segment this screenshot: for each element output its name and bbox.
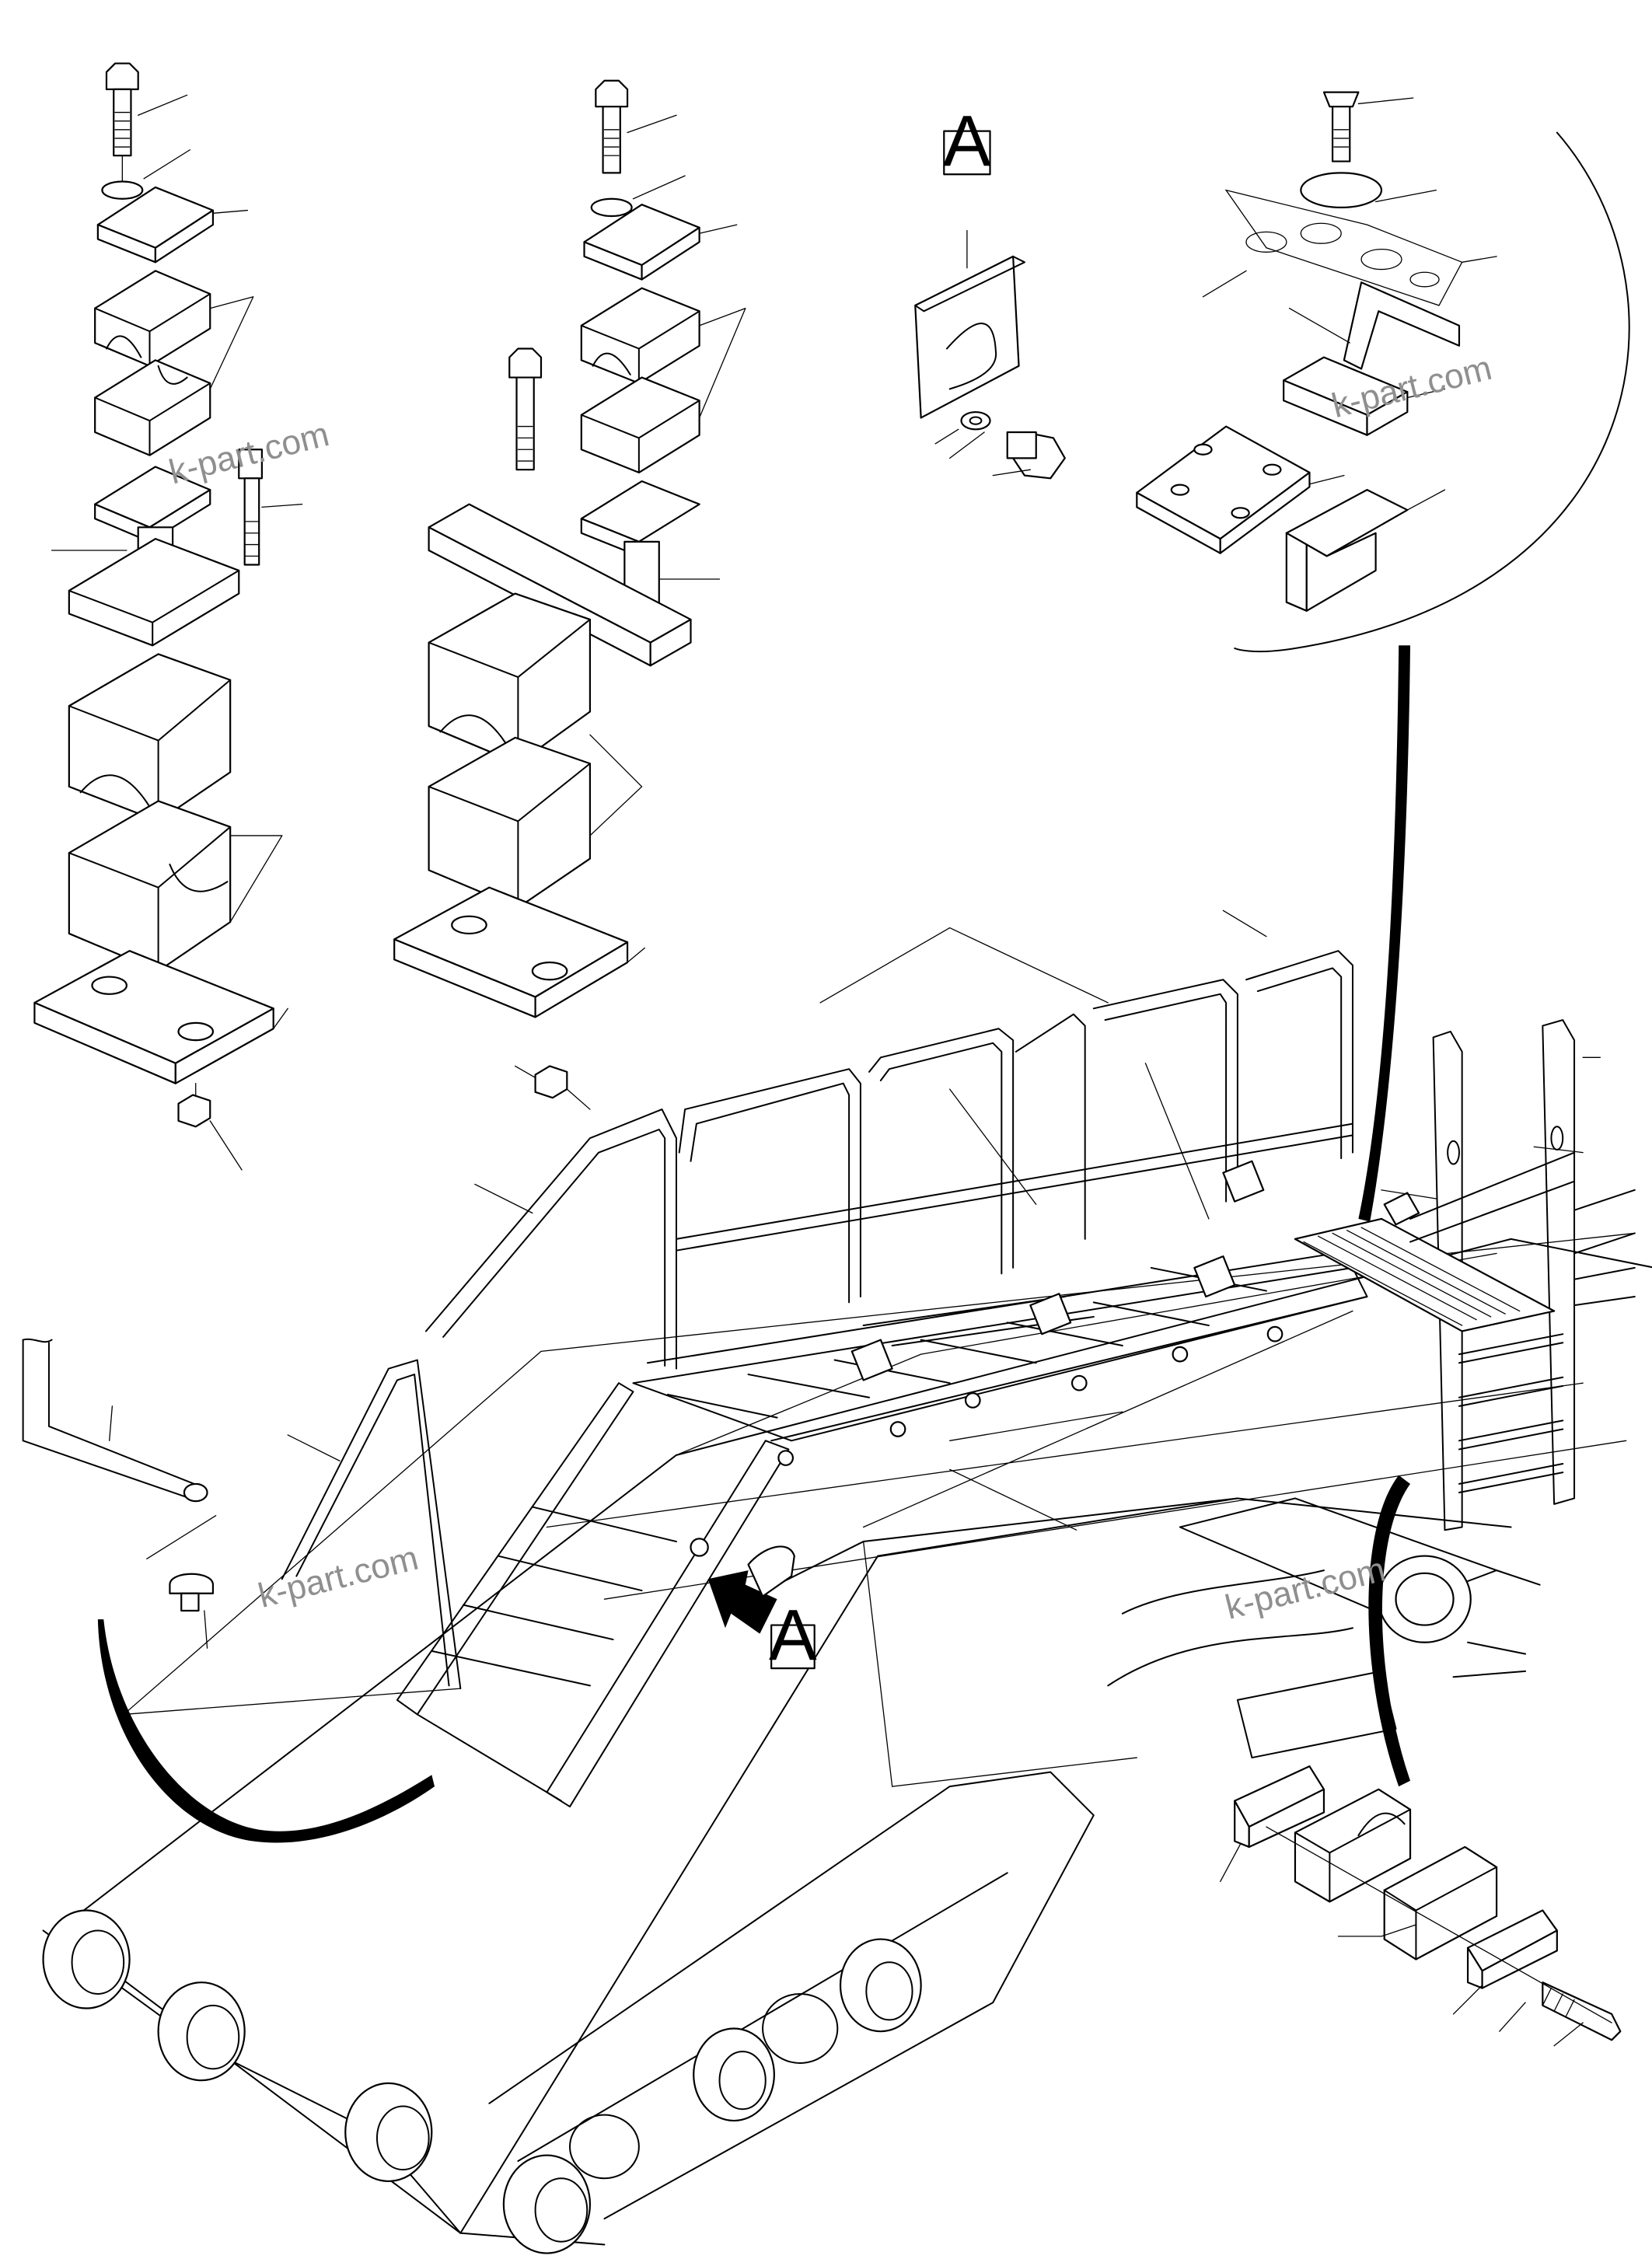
detail-a-arrow: [707, 1546, 795, 1634]
railings: [282, 951, 1574, 1807]
left-pipe-and-plug: [23, 1339, 340, 1648]
left-clamp-stack: [34, 64, 302, 1170]
lock-washer: [102, 182, 142, 199]
detail-a-label: A: [943, 100, 991, 181]
watermark-3: k-part.com: [254, 1539, 421, 1615]
watermark-4: k-part.com: [1221, 1550, 1388, 1626]
curved-leaders: [97, 1475, 1411, 1843]
detail-a-callout: A: [769, 1594, 817, 1675]
middle-clamp-stack: [394, 81, 746, 1109]
bottom-right-clamp: [1221, 1766, 1621, 2046]
top-right-detail: [1137, 93, 1629, 1222]
boom-body: [44, 1233, 1652, 2253]
hose-bundle: [1385, 1153, 1635, 1305]
walkway-deck: [633, 1161, 1554, 1556]
body-leaders: [475, 910, 1601, 1530]
detail-a-callout-label: A: [769, 1594, 817, 1675]
track-rollers: [44, 1910, 921, 2253]
detail-a-bracket: A: [915, 100, 1065, 478]
hex-bolt: [107, 64, 138, 156]
